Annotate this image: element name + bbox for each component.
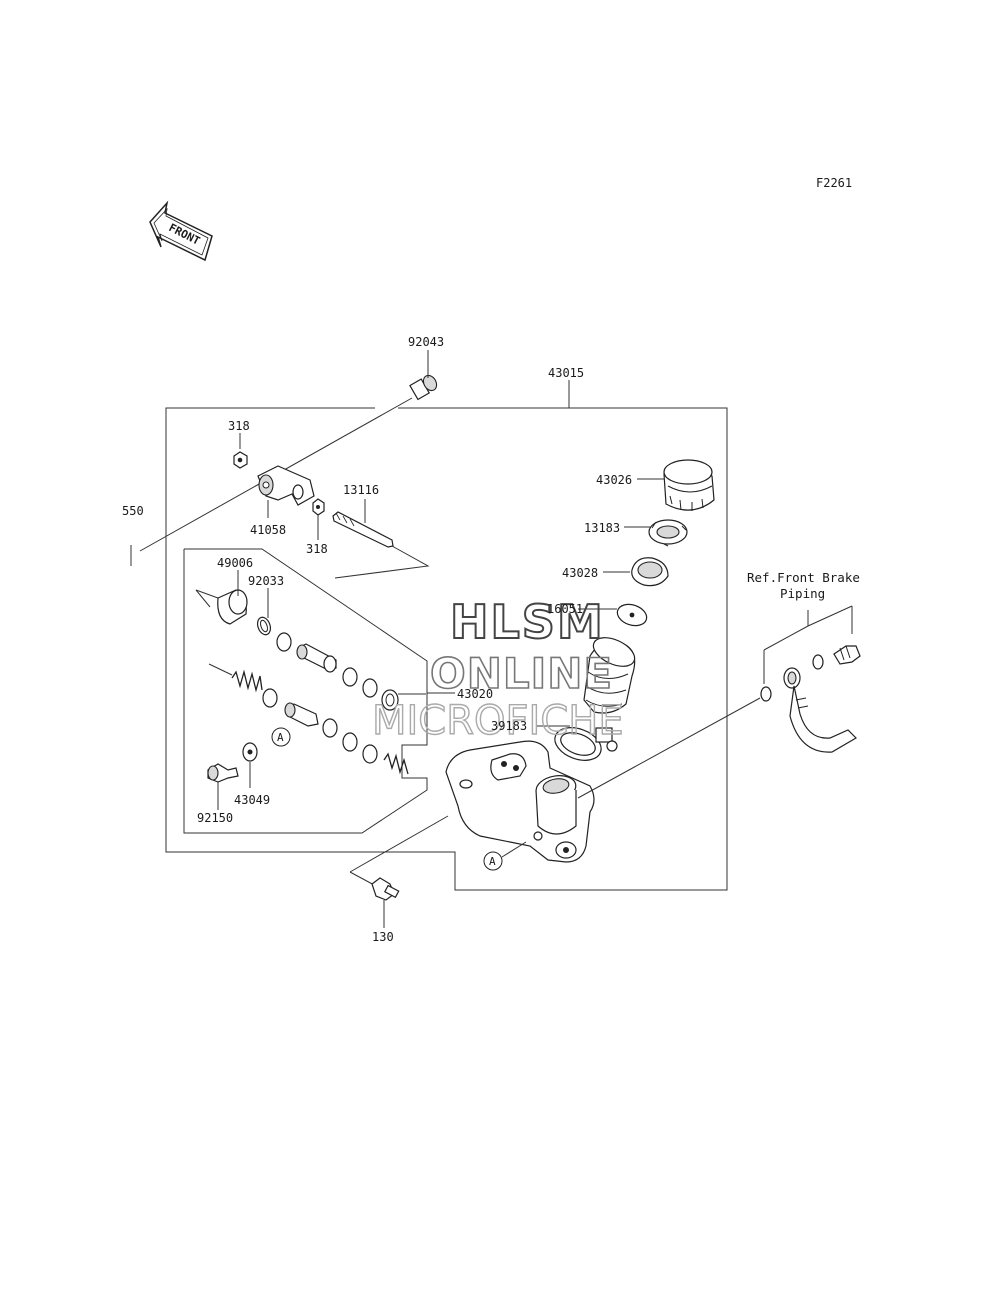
label-43028: 43028 bbox=[562, 566, 598, 580]
label-92033: 92033 bbox=[248, 574, 284, 588]
reservoir-body-icon bbox=[583, 637, 636, 714]
reference-note-line2: Piping bbox=[780, 586, 825, 601]
bolt-92043-icon bbox=[409, 374, 438, 401]
label-13116: 13116 bbox=[343, 483, 379, 497]
label-43015: 43015 bbox=[548, 366, 584, 380]
label-49006: 49006 bbox=[217, 556, 253, 570]
nut-318-lower-icon bbox=[312, 498, 325, 516]
plate-13183-icon bbox=[648, 519, 688, 547]
diaphragm-43028-icon bbox=[631, 557, 669, 587]
watermark: HLSM ONLINE MICROFICHE bbox=[371, 594, 624, 745]
label-318-bottom: 318 bbox=[306, 542, 328, 556]
kit-outline-43020 bbox=[183, 548, 455, 834]
bolt-130-icon bbox=[371, 877, 400, 901]
assembly-outline-43015 bbox=[165, 380, 728, 891]
push-rod-13116-icon bbox=[332, 511, 394, 548]
svg-text:ONLINE: ONLINE bbox=[430, 649, 613, 698]
svg-text:A: A bbox=[489, 855, 496, 868]
front-brake-piping-icon bbox=[760, 605, 861, 753]
label-41058: 41058 bbox=[250, 523, 286, 537]
label-318-top: 318 bbox=[228, 419, 250, 433]
reservoir-cap-43026-icon bbox=[663, 459, 715, 511]
label-13183: 13183 bbox=[584, 521, 620, 535]
label-92150: 92150 bbox=[197, 811, 233, 825]
callout-a-kit-marker: A bbox=[271, 727, 291, 747]
label-39183: 39183 bbox=[491, 719, 527, 733]
figure-code: F2261 bbox=[816, 176, 852, 190]
reference-note-line1: Ref.Front Brake bbox=[747, 570, 860, 585]
label-550: 550 bbox=[122, 504, 144, 518]
hose-clamp-39183-icon bbox=[554, 727, 618, 761]
svg-text:HLSM: HLSM bbox=[450, 595, 605, 649]
master-cylinder-body-icon bbox=[445, 740, 595, 863]
label-43020: 43020 bbox=[457, 687, 493, 701]
washer-16051-icon bbox=[616, 603, 648, 627]
front-arrow-icon: FRONT bbox=[149, 200, 213, 262]
label-43049: 43049 bbox=[234, 793, 270, 807]
label-130: 130 bbox=[372, 930, 394, 944]
label-92043: 92043 bbox=[408, 335, 444, 349]
clevis-41058-icon bbox=[257, 465, 315, 506]
nut-318-icon bbox=[233, 451, 248, 469]
label-16051: 16051 bbox=[547, 602, 583, 616]
svg-text:A: A bbox=[277, 731, 284, 744]
callout-a-marker: A bbox=[483, 841, 527, 871]
label-43026: 43026 bbox=[596, 473, 632, 487]
kit-contents-43020 bbox=[195, 589, 426, 783]
svg-text:MICROFICHE: MICROFICHE bbox=[372, 698, 624, 744]
